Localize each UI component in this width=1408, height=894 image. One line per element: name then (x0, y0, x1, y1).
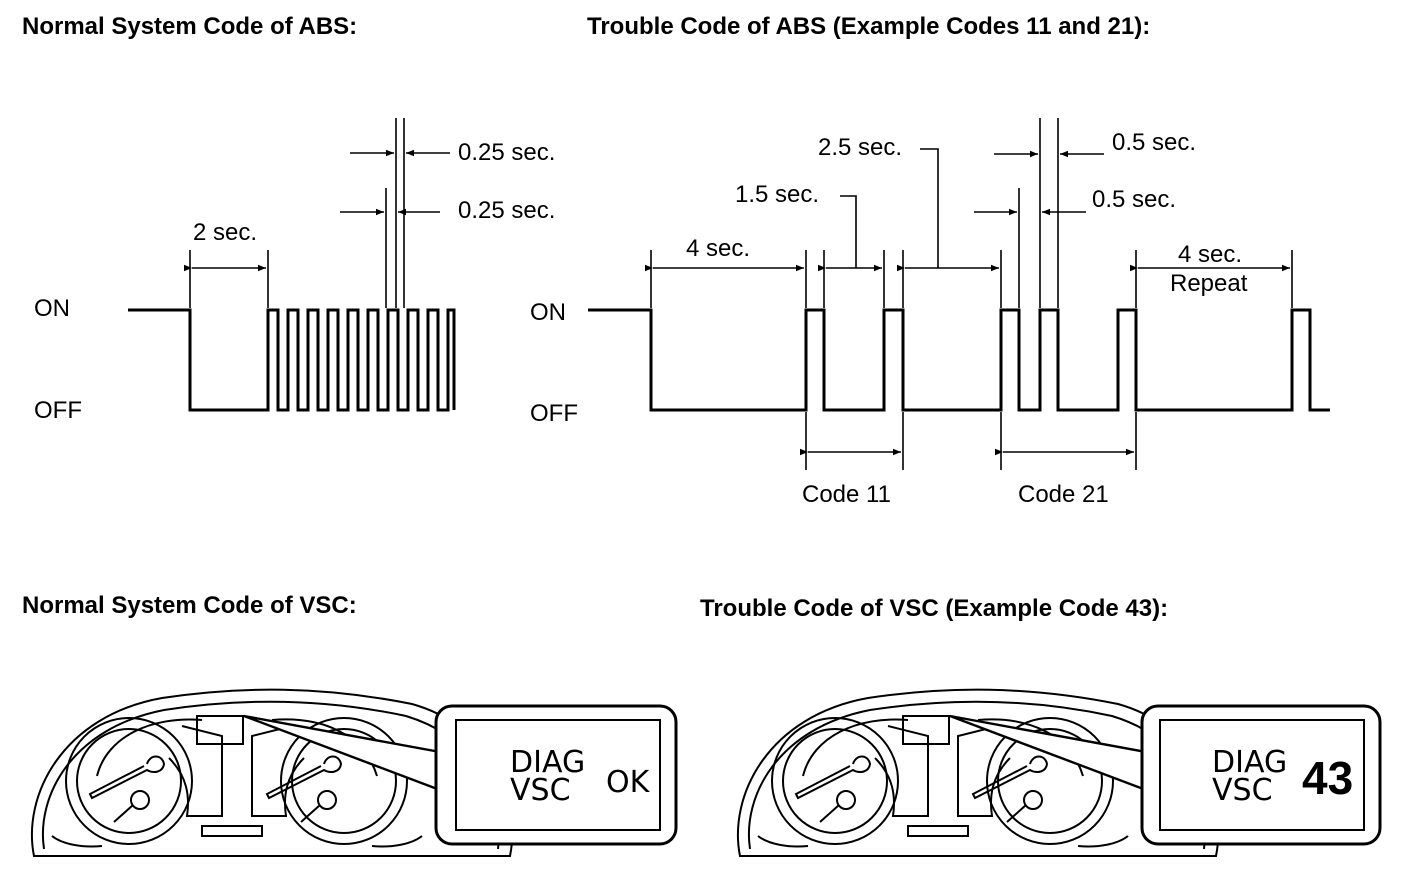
abs-trouble-2-5s-leader (920, 148, 939, 268)
abs-normal-2s-label: 2 sec. (193, 219, 257, 246)
abs-trouble-code21-label: Code 21 (1018, 481, 1109, 508)
lcd-display (455, 719, 661, 831)
abs-trouble-repeat-time-label: 4 sec. (1178, 241, 1242, 268)
callout-pointer (243, 714, 442, 792)
abs-trouble-waveform (588, 308, 1330, 412)
vsc-trouble-heading: Trouble Code of VSC (Example Code 43): (700, 595, 1169, 622)
abs-trouble-2-5s-label: 2.5 sec. (818, 134, 902, 161)
abs-trouble-off-label: OFF (530, 400, 578, 427)
lcd-display (1159, 719, 1365, 831)
abs-trouble-on-duration-label: 0.5 sec. (1112, 129, 1196, 156)
abs-normal-heading: Normal System Code of ABS: (22, 13, 358, 40)
lcd-trouble-code-value: 43 (1302, 752, 1353, 804)
abs-normal-on-duration-label: 0.25 sec. (458, 139, 555, 166)
vsc-normal-diagram: DIAG VSC OK (30, 688, 678, 857)
abs-trouble-on-label: ON (530, 299, 566, 326)
lcd-status-value: OK (606, 765, 651, 800)
abs-normal-off-label: OFF (34, 397, 82, 424)
lcd-diag-text: DIAG (510, 745, 585, 780)
abs-normal-waveform (128, 308, 456, 412)
abs-trouble-1-5s-label: 1.5 sec. (735, 181, 819, 208)
callout-pointer (949, 714, 1148, 792)
lcd-diag-text: DIAG (1212, 745, 1287, 780)
abs-trouble-heading: Trouble Code of ABS (Example Codes 11 an… (587, 13, 1151, 40)
abs-normal-diagram: ON OFF 2 sec. 0.25 sec. 0.25 sec. (34, 118, 555, 424)
abs-trouble-diagram: ON OFF 4 sec. 1.5 sec. 2.5 sec. 0.5 sec.… (530, 118, 1330, 508)
lcd-vsc-text: VSC (1212, 773, 1273, 808)
lcd-vsc-text: VSC (510, 773, 571, 808)
abs-trouble-off-duration-label: 0.5 sec. (1092, 186, 1176, 213)
vsc-trouble-diagram: DIAG VSC 43 (736, 688, 1382, 857)
abs-trouble-4s-label: 4 sec. (686, 235, 750, 262)
vsc-normal-heading: Normal System Code of VSC: (22, 592, 357, 619)
abs-trouble-1-5s-leader (840, 195, 857, 268)
abs-trouble-code11-label: Code 11 (802, 481, 891, 508)
abs-normal-on-label: ON (34, 295, 70, 322)
abs-trouble-repeat-label: Repeat (1170, 270, 1248, 297)
abs-normal-off-duration-label: 0.25 sec. (458, 197, 555, 224)
